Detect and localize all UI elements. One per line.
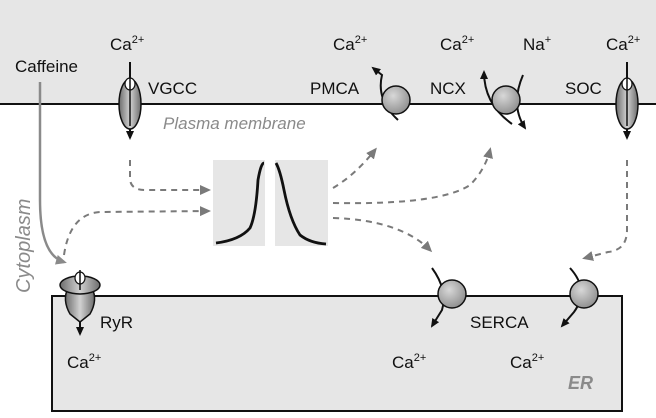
pmca-pump (371, 66, 411, 121)
calcium-transient-inset (213, 160, 328, 246)
cytoplasm-label: Cytoplasm (13, 199, 35, 293)
er-compartment (51, 295, 623, 412)
soc-channel (615, 62, 639, 140)
vgcc-channel (118, 62, 142, 140)
ncx-label: NCX (430, 79, 466, 98)
vgcc-label: VGCC (148, 79, 197, 98)
serca-pump-left (430, 267, 467, 328)
ion-ca-ryr: Ca2+ (67, 352, 101, 372)
serca-pump-right (560, 267, 599, 328)
ion-ca-pmca: Ca2+ (333, 34, 367, 54)
ion-ca-serca-right: Ca2+ (510, 352, 544, 372)
ion-ca-vgcc: Ca2+ (110, 34, 144, 54)
plasma-membrane-label: Plasma membrane (163, 114, 306, 133)
ion-na-ncx: Na+ (523, 34, 551, 54)
ion-ca-serca-left: Ca2+ (392, 352, 426, 372)
caffeine-label: Caffeine (15, 57, 78, 76)
ncx-exchanger (480, 70, 527, 130)
ryr-channel (59, 270, 101, 336)
extracellular-region (0, 0, 656, 104)
soc-label: SOC (565, 79, 602, 98)
dashed-arrows (63, 147, 628, 261)
ryr-label: RyR (100, 313, 133, 332)
caffeine-arrow (38, 82, 67, 265)
er-label: ER (568, 373, 593, 393)
ion-ca-ncx: Ca2+ (440, 34, 474, 54)
serca-label: SERCA (470, 313, 529, 332)
ion-ca-soc: Ca2+ (606, 34, 640, 54)
pmca-label: PMCA (310, 79, 360, 98)
